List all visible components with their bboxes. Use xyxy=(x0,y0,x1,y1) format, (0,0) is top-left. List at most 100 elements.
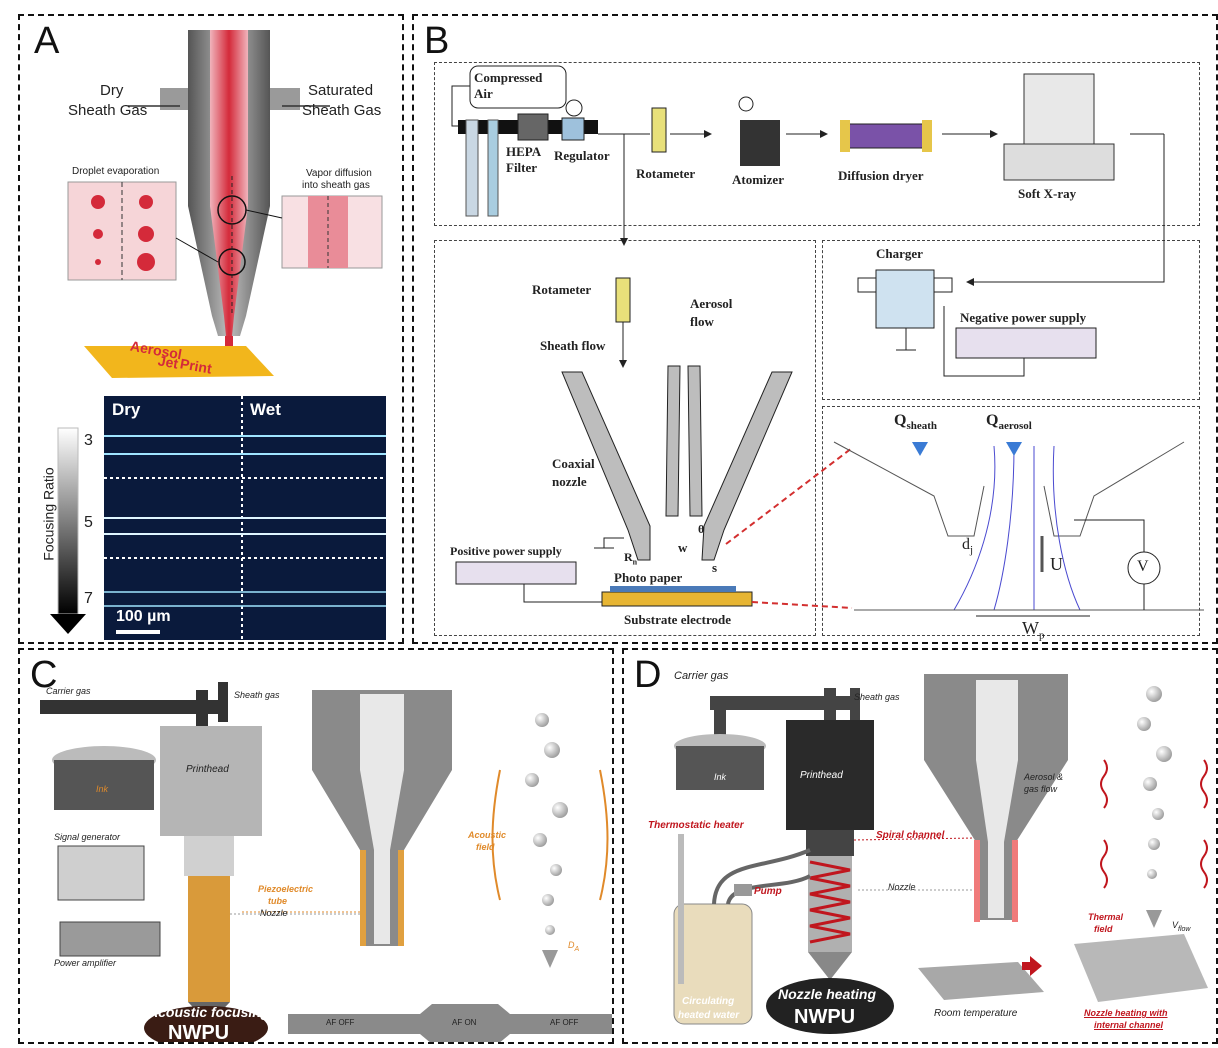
dj-label: dj xyxy=(962,536,973,556)
aerosol-flow-label-2: flow xyxy=(690,314,714,330)
scale-bar-label: 100 µm xyxy=(116,608,171,626)
rn-sub: n xyxy=(633,557,637,566)
q-sheath-sub: sheath xyxy=(906,420,937,432)
rn-label: Rn xyxy=(624,550,637,566)
rotameter-label: Rotameter xyxy=(636,166,695,182)
vflow-label: Vflow xyxy=(1172,920,1190,933)
vapor-diffusion-label-2: into sheath gas xyxy=(302,180,370,191)
nwpu-c-label: NWPU xyxy=(168,1022,229,1044)
sheath-gas-d-label: Sheath gas xyxy=(854,692,900,702)
vapor-diffusion-label-1: Vapor diffusion xyxy=(306,168,372,179)
heated-printer-illustration xyxy=(624,650,1218,1044)
nozzle-heating-internal-label-2: internal channel xyxy=(1094,1020,1163,1030)
panel-a: A xyxy=(18,14,404,644)
photo-paper-label: Photo paper xyxy=(614,570,682,586)
dry-sheath-gas-label-1: Dry xyxy=(100,82,123,99)
carrier-gas-label: Carrier gas xyxy=(46,686,91,696)
rotameter2-label: Rotameter xyxy=(532,282,591,298)
q-aerosol-sub: aerosol xyxy=(998,420,1031,432)
sheath-flow-label: Sheath flow xyxy=(540,338,605,354)
u-label: U xyxy=(1050,554,1063,575)
wp-main: W xyxy=(1022,618,1039,638)
dry-sheath-gas-label-2: Sheath Gas xyxy=(68,102,147,119)
acoustic-focusing-label: Acoustic focusing xyxy=(148,1004,269,1020)
af-off-2-label: AF OFF xyxy=(550,1018,578,1027)
wp-sub: p xyxy=(1039,630,1045,642)
wp-label: Wp xyxy=(1022,618,1045,642)
dj-sub: j xyxy=(970,544,973,556)
acoustic-field-label-2: field xyxy=(476,842,495,852)
printhead-d-label: Printhead xyxy=(800,770,843,781)
panel-b: B xyxy=(412,14,1218,644)
compressed-air-label-2: Air xyxy=(474,86,493,102)
theta-label: θ xyxy=(698,522,704,537)
hepa-label-1: HEPA xyxy=(506,144,541,160)
nozzle-label: Nozzle xyxy=(260,908,288,918)
atomizer-label: Atomizer xyxy=(732,172,784,188)
coaxial-nozzle-label-1: Coaxial xyxy=(552,456,595,472)
circulating-label-1: Circulating xyxy=(682,996,734,1007)
signal-generator-label: Signal generator xyxy=(54,832,120,842)
saturated-sheath-gas-label-1: Saturated xyxy=(308,82,373,99)
ratio-5: 5 xyxy=(84,514,93,532)
positive-power-label: Positive power supply xyxy=(450,544,562,559)
af-off-1-label: AF OFF xyxy=(326,1018,354,1027)
sheath-gas-label: Sheath gas xyxy=(234,690,280,700)
hepa-label-2: Filter xyxy=(506,160,537,176)
da-label: DA xyxy=(568,940,579,953)
v-label: V xyxy=(1137,558,1149,576)
aerosol-gas-flow-label-1: Aerosol & xyxy=(1024,772,1063,782)
soft-xray-label: Soft X-ray xyxy=(1018,186,1076,202)
piezo-label-2: tube xyxy=(268,896,287,906)
focusing-ratio-label: Focusing Ratio xyxy=(41,467,57,560)
acoustic-field-label-1: Acoustic xyxy=(468,830,506,840)
rn-main: R xyxy=(624,550,633,564)
q-aerosol-label: Qaerosol xyxy=(986,412,1032,432)
panel-c: C Carrier gas Sheath gas P xyxy=(18,648,614,1044)
aerosol-gas-flow-label-2: gas flow xyxy=(1024,784,1057,794)
da-sub: A xyxy=(575,946,580,953)
acoustic-printer-illustration xyxy=(20,650,614,1044)
nozzle-heating-label: Nozzle heating xyxy=(778,986,876,1002)
micro-wet-label: Wet xyxy=(250,400,281,420)
nwpu-d-label: NWPU xyxy=(794,1006,855,1029)
regulator-label: Regulator xyxy=(554,148,610,164)
af-on-label: AF ON xyxy=(452,1018,476,1027)
ink-d-label: Ink xyxy=(714,772,726,782)
printhead-label: Printhead xyxy=(186,764,229,775)
carrier-gas-d-label: Carrier gas xyxy=(674,670,728,682)
nozzle-heating-internal-label-1: Nozzle heating with xyxy=(1084,1008,1168,1018)
thermal-field-label-1: Thermal xyxy=(1088,912,1123,922)
saturated-sheath-gas-label-2: Sheath Gas xyxy=(302,102,381,119)
ratio-7: 7 xyxy=(84,590,93,608)
w-label: w xyxy=(678,540,687,556)
q-sheath-main: Q xyxy=(894,412,906,429)
vflow-sub: flow xyxy=(1178,926,1190,933)
coaxial-nozzle-label-2: nozzle xyxy=(552,474,587,490)
substrate-electrode-label: Substrate electrode xyxy=(624,612,731,628)
negative-power-label: Negative power supply xyxy=(960,310,1086,326)
ratio-3: 3 xyxy=(84,432,93,450)
charger-label: Charger xyxy=(876,246,923,262)
compressed-air-label-1: Compressed xyxy=(474,70,542,86)
room-temperature-label: Room temperature xyxy=(934,1008,1017,1019)
nozzle-d-label: Nozzle xyxy=(888,882,916,892)
panel-d: D xyxy=(622,648,1218,1044)
micro-dry-label: Dry xyxy=(112,400,140,420)
print-text-2: Jet xyxy=(157,352,180,371)
thermostatic-heater-label: Thermostatic heater xyxy=(648,820,744,831)
piezo-label-1: Piezoelectric xyxy=(258,884,313,894)
circulating-label-2: heated water xyxy=(678,1010,739,1021)
pump-label: Pump xyxy=(754,886,782,897)
power-amplifier-label: Power amplifier xyxy=(54,958,116,968)
ink-label: Ink xyxy=(96,784,108,794)
diffusion-dryer-label: Diffusion dryer xyxy=(838,168,924,184)
q-aerosol-main: Q xyxy=(986,412,998,429)
q-sheath-label: Qsheath xyxy=(894,412,937,432)
dj-main: d xyxy=(962,536,970,553)
droplet-evaporation-label: Droplet evaporation xyxy=(72,166,159,177)
spiral-channel-label: Spiral channel xyxy=(876,830,944,841)
aerosol-flow-label-1: Aerosol xyxy=(690,296,732,312)
thermal-field-label-2: field xyxy=(1094,924,1113,934)
s-label: s xyxy=(712,560,717,576)
